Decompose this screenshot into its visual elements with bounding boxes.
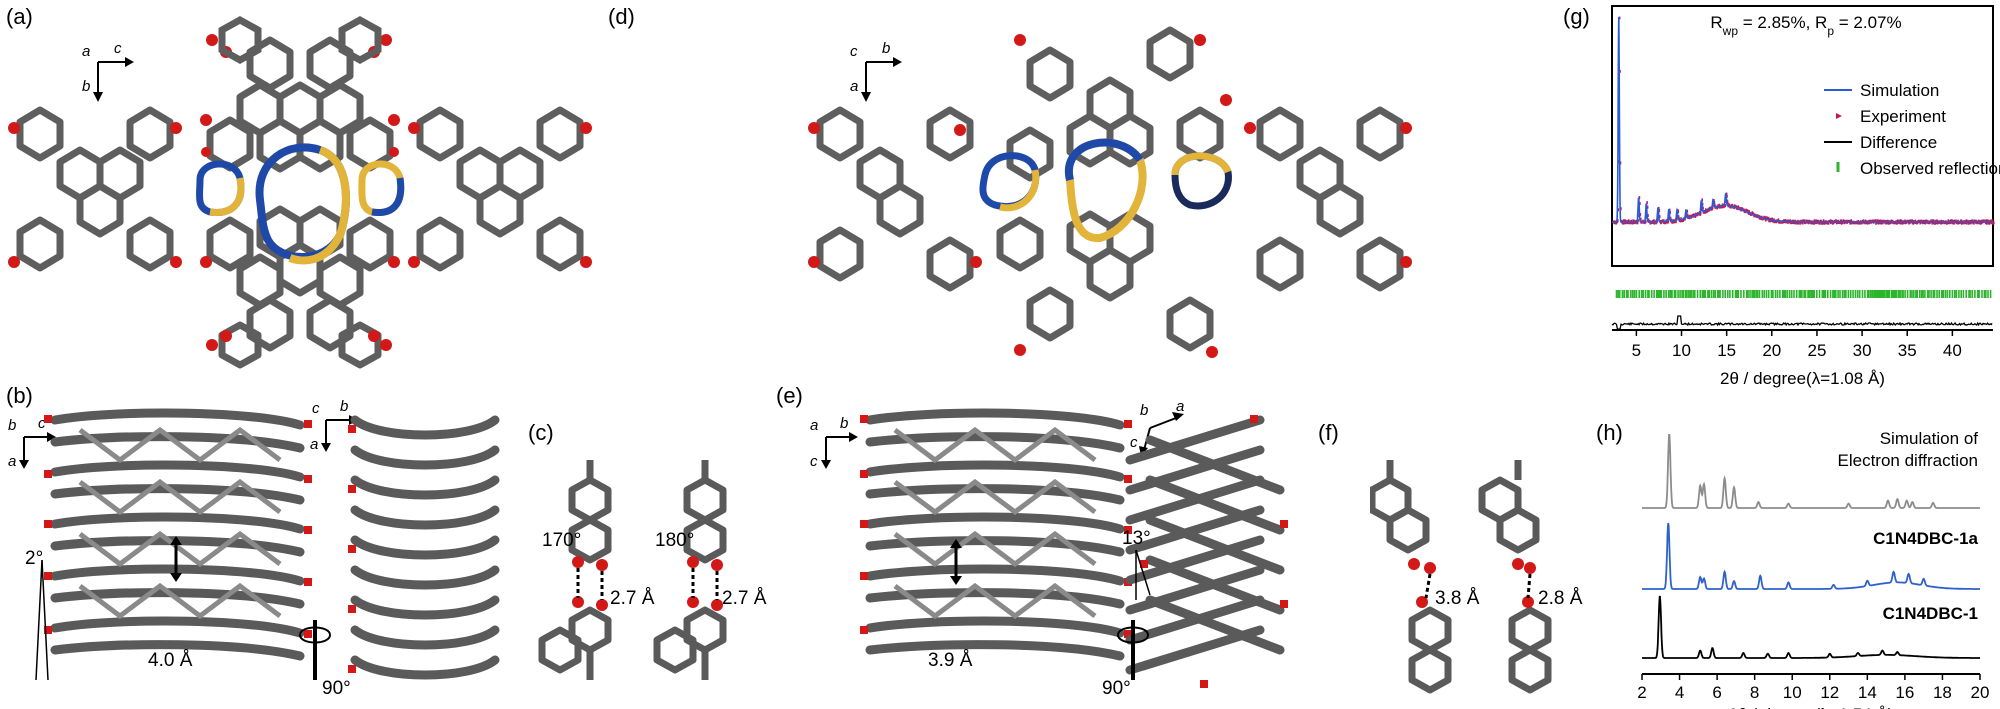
x-tick-label: 25 <box>1807 341 1826 360</box>
legend-swatch <box>1836 113 1842 119</box>
rotation-e: 90° <box>1102 678 1131 699</box>
x-tick-label: 5 <box>1632 341 1641 360</box>
pore-d-left <box>979 152 1040 212</box>
structure-d <box>808 26 1412 358</box>
panel-label-e: (e) <box>776 383 803 408</box>
stack-b <box>35 408 500 681</box>
stack-e <box>860 408 1288 688</box>
panel-label-f: (f) <box>1318 420 1339 445</box>
structure-a <box>8 15 592 369</box>
fit-annotation: Rwp = 2.85%, Rp = 2.07% <box>1710 13 1901 38</box>
x-tick-label: 2 <box>1637 683 1646 702</box>
x-tick-label: 12 <box>1820 683 1839 702</box>
dimer-c <box>538 460 727 680</box>
axis-label: a <box>850 78 859 95</box>
x-tick-label: 20 <box>1762 341 1781 360</box>
plot-frame <box>1611 5 1994 267</box>
panel-label-c: (c) <box>528 420 554 445</box>
axis-arrows <box>93 57 134 102</box>
legend-item: Observed reflections <box>1860 159 2000 178</box>
axis-label: c <box>850 43 858 60</box>
panel-label-b: (b) <box>6 383 33 408</box>
x-tick-label: 40 <box>1943 341 1962 360</box>
pore-right <box>358 160 405 216</box>
rotation-b: 90° <box>322 678 351 699</box>
panel-label-h: (h) <box>1596 420 1623 445</box>
distance-f-1: 3.8 Å <box>1435 588 1480 609</box>
x-tick-label: 14 <box>1858 683 1877 702</box>
angle-c-1: 170° <box>542 530 582 551</box>
axis-indicator-b-left: b c a <box>8 415 68 475</box>
legend-item: Experiment <box>1860 107 1946 126</box>
x-tick-label: 10 <box>1672 341 1691 360</box>
difference-series <box>1611 315 1993 330</box>
x-tick-label: 30 <box>1853 341 1872 360</box>
x-tick-label: 6 <box>1712 683 1721 702</box>
axis-label: b <box>340 398 349 415</box>
series-label: Electron diffraction <box>1838 451 1978 470</box>
angle-c-2: 180° <box>655 530 695 551</box>
axis-label: b <box>8 417 17 434</box>
spacing-e: 3.9 Å <box>928 650 973 671</box>
axis-label: c <box>312 400 320 417</box>
x-axis-label: 2θ / degree(λ=1.54 Å) <box>1729 705 1894 709</box>
pore-d-right <box>1171 152 1232 210</box>
axis-label: a <box>810 417 819 434</box>
x-tick-label: 16 <box>1895 683 1914 702</box>
distance-f-2: 2.8 Å <box>1538 588 1583 609</box>
simulation-series <box>1612 16 1993 223</box>
series-line <box>1642 595 1980 659</box>
series-label: C1N4DBC-1 <box>1883 604 1978 623</box>
x-tick-label: 20 <box>1971 683 1990 702</box>
chart-g: 5 10 15 20 25 30 35 40 2θ / degree(λ=1.08 Å) Rwp … <box>1611 5 2000 388</box>
observed-reflections <box>1615 290 1992 298</box>
series-label: Simulation of <box>1880 429 1979 448</box>
x-tick-label: 10 <box>1783 683 1802 702</box>
panel-label-g: (g) <box>1563 4 1590 29</box>
axis-label: c <box>114 40 122 57</box>
axis-label: b <box>82 78 91 95</box>
axis-indicator-a: a c b <box>70 40 150 110</box>
legend-item: Difference <box>1860 133 1937 152</box>
distance-c-2: 2.7 Å <box>722 588 767 609</box>
distance-c-1: 2.7 Å <box>610 588 655 609</box>
series-label: C1N4DBC-1a <box>1873 529 1978 548</box>
series-line <box>1642 434 1980 509</box>
panel-label-d: (d) <box>608 4 635 29</box>
axis-label: b <box>882 40 891 57</box>
axis-indicator-e-left: a b c <box>810 415 870 475</box>
axis-label: b <box>840 415 849 432</box>
chart-h: 2 4 6 8 10 12 14 16 18 20 2θ / degree(λ=1.54 Å) Sim… <box>1637 429 1990 709</box>
spacing-b: 4.0 Å <box>148 650 193 671</box>
pore-left <box>195 160 245 217</box>
x-axis-label: 2θ / degree(λ=1.08 Å) <box>1720 369 1885 388</box>
axis-arrows <box>19 432 56 469</box>
pore-d-center <box>1064 138 1147 243</box>
x-tick-label: 18 <box>1933 683 1952 702</box>
axis-label: b <box>1140 402 1149 419</box>
axis-label: a <box>310 436 319 453</box>
axis-arrows <box>861 57 902 102</box>
axis-label: a <box>82 43 91 60</box>
dimer-f <box>1370 460 1552 694</box>
tilt-angle-e: 13° <box>1122 528 1151 549</box>
axis-label: c <box>1130 434 1138 451</box>
x-tick-label: 35 <box>1898 341 1917 360</box>
axis-label: c <box>38 415 46 432</box>
axis-label: a <box>1176 398 1185 415</box>
axis-arrows <box>821 432 858 469</box>
tilt-angle-b: 2° <box>25 548 44 569</box>
legend-item: Simulation <box>1860 81 1939 100</box>
x-tick-label: 8 <box>1750 683 1759 702</box>
pore-center <box>255 143 350 265</box>
axis-label: a <box>8 453 17 470</box>
axis-indicator-d: c b a <box>838 40 918 110</box>
x-tick-label: 15 <box>1717 341 1736 360</box>
x-tick-label: 4 <box>1675 683 1684 702</box>
panel-label-a: (a) <box>6 4 33 29</box>
axis-label: c <box>810 453 818 470</box>
series-line <box>1642 522 1980 590</box>
